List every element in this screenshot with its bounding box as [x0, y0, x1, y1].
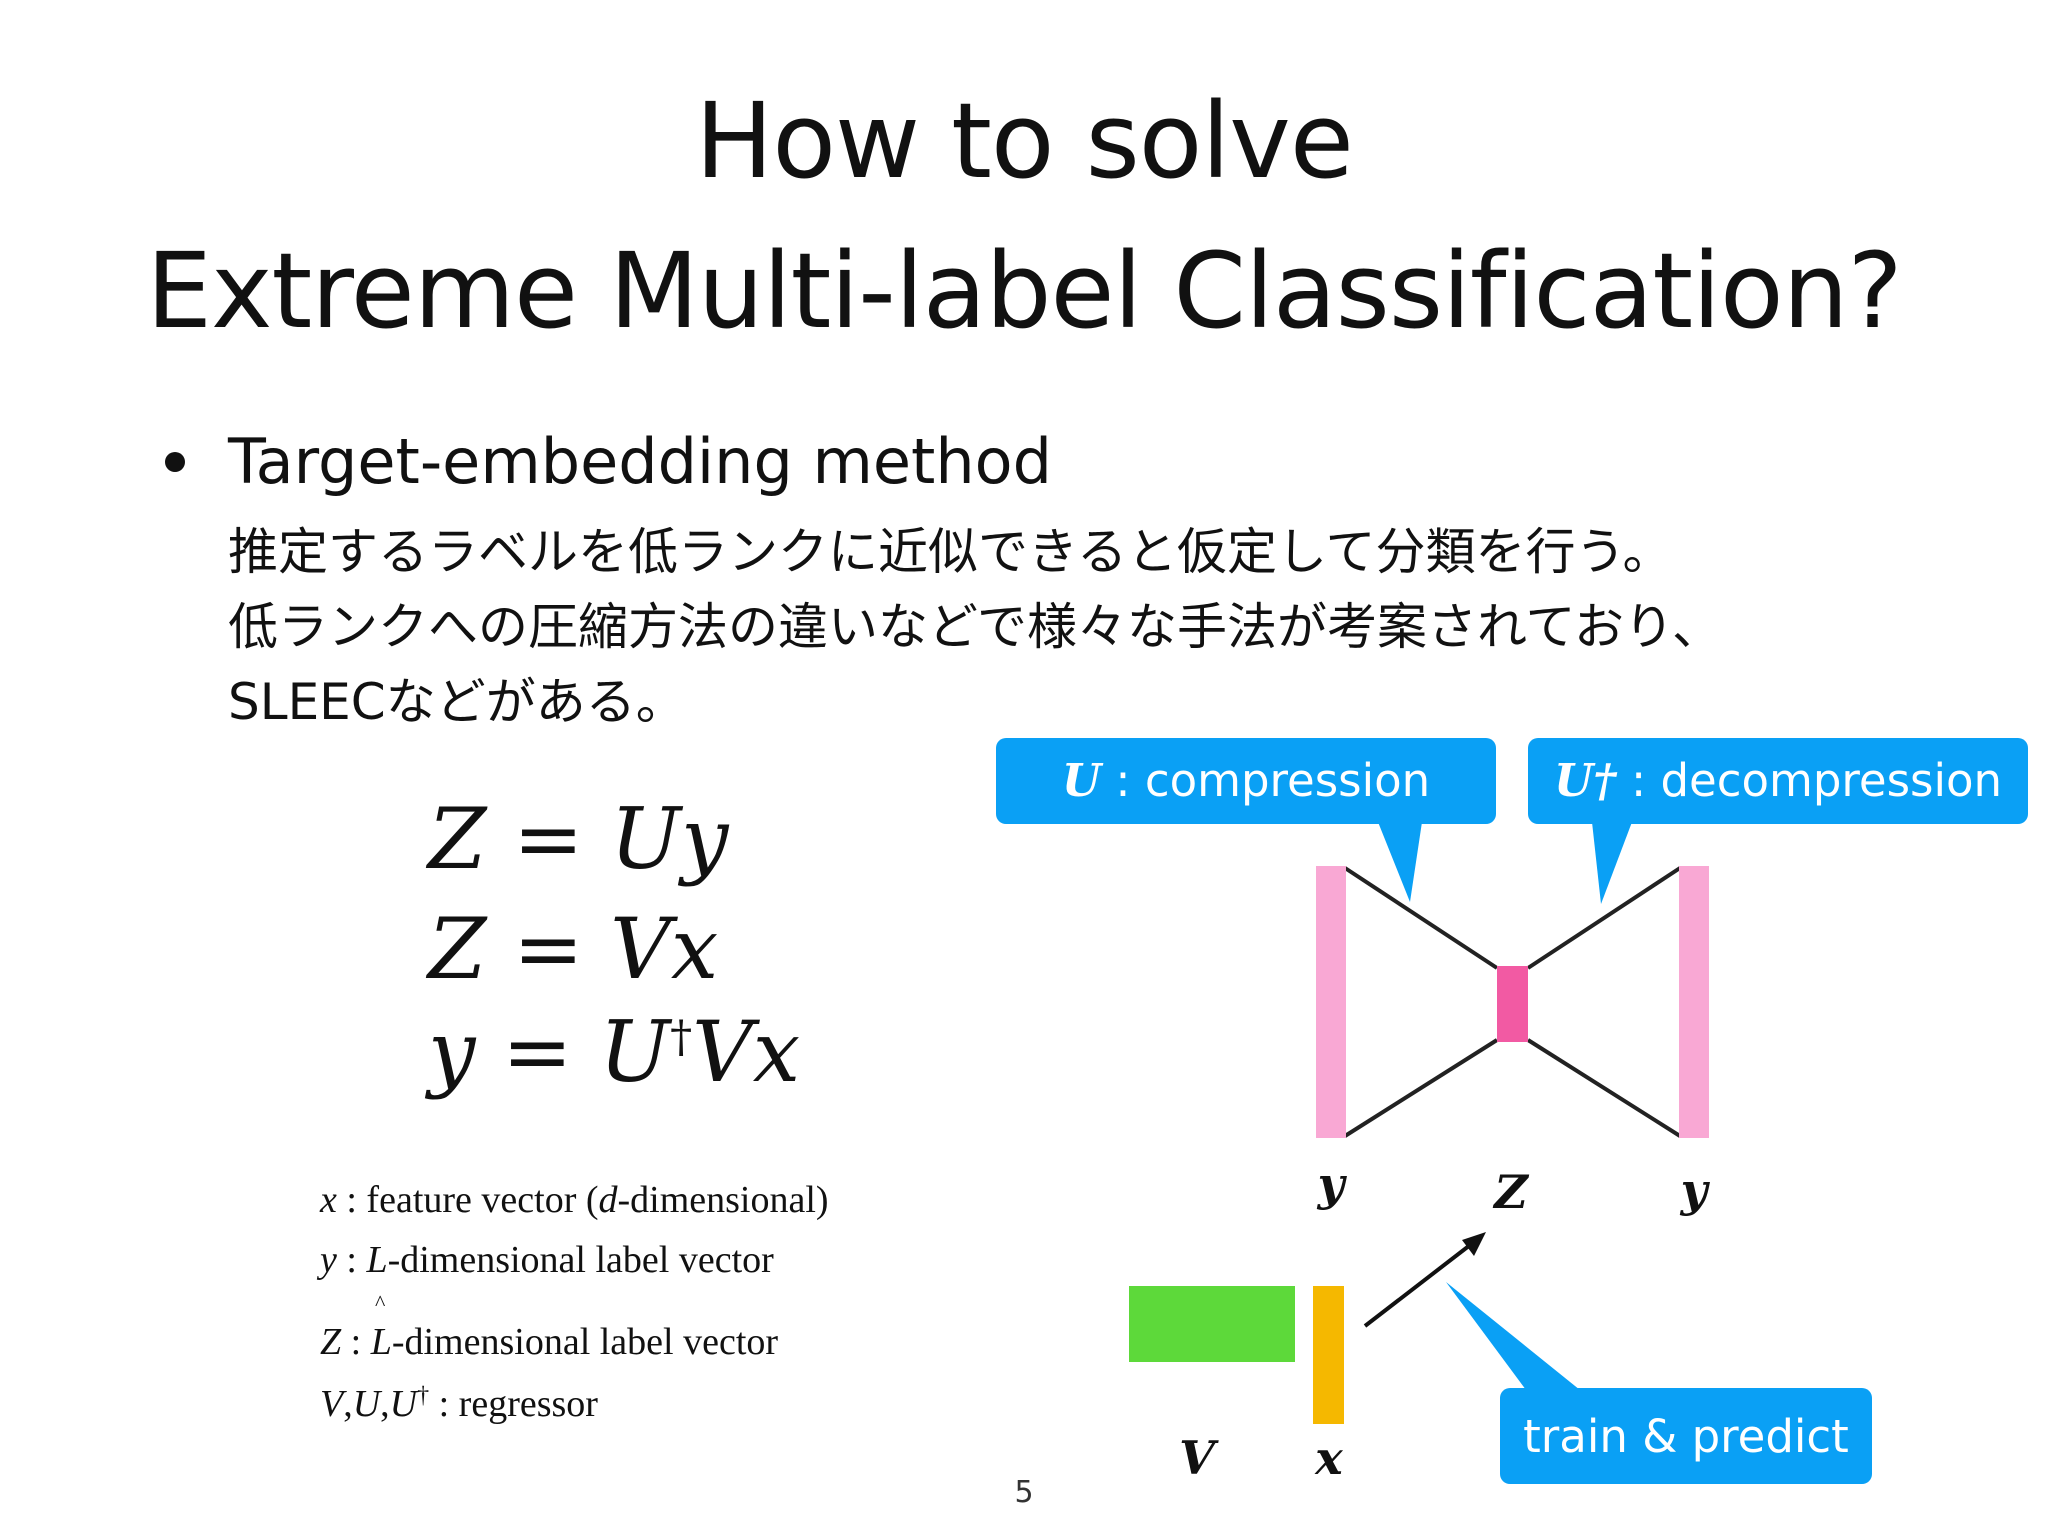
train-predict-callout-pointer	[1446, 1282, 1580, 1390]
def4-text: : regressor	[429, 1383, 598, 1425]
eq1-lhs: Z	[428, 790, 487, 888]
def3-symbol2: L	[370, 1321, 392, 1363]
prediction-arrow-line	[1363, 1240, 1476, 1328]
decompression-callout: U† : decompression	[1528, 738, 2028, 904]
definition-y: y : L-dimensional label vector	[320, 1238, 774, 1282]
def3-text: :	[341, 1321, 371, 1363]
def2-symbol2: L	[366, 1239, 388, 1281]
label-z: Z	[1492, 1165, 1529, 1219]
label-v: V	[1179, 1431, 1219, 1485]
label-y-right: y	[1680, 1163, 1711, 1217]
train-predict-callout-text: train & predict	[1523, 1410, 1849, 1463]
def3-symbol: Z	[320, 1321, 342, 1363]
def1-symbol2: d	[598, 1179, 618, 1221]
def4-sep2: ,	[380, 1383, 390, 1425]
compression-edge-top	[1343, 866, 1499, 970]
definition-regressor: V,U,U† : regressor	[320, 1382, 598, 1426]
bullet-dot	[165, 452, 185, 472]
def2-text2: -dimensional label vector	[387, 1239, 774, 1281]
compression-callout-box	[996, 738, 1496, 824]
decompression-label: : decompression	[1617, 754, 2002, 807]
def4-symbol-v: V	[320, 1383, 344, 1425]
def4-dagger: †	[417, 1382, 430, 1409]
bullet-line-1: 推定するラベルを低ランクに近似できると仮定して分類を行う。	[228, 523, 1673, 581]
equation-z-uy: Z = Uy	[428, 790, 728, 888]
decompression-symbol: U†	[1554, 754, 1618, 807]
label-y-left: y	[1317, 1157, 1348, 1211]
compression-symbol: U	[1062, 754, 1104, 807]
equation-y-udagger-vx: y = U†Vx	[428, 1003, 800, 1101]
prediction-arrowhead	[1462, 1232, 1486, 1256]
def3-hat: ^	[375, 1290, 386, 1315]
eq3-rhs-u: U	[599, 1003, 671, 1101]
def4-symbol-u2: U	[389, 1383, 418, 1425]
eq2-lhs: Z	[428, 900, 487, 998]
compression-callout-text: U : compression	[1062, 754, 1430, 807]
eq1-equals: =	[513, 790, 584, 888]
decompression-edge-bottom	[1526, 1038, 1682, 1138]
label-vector-y-right	[1679, 866, 1709, 1138]
slide-title-line-1: How to solve	[695, 80, 1354, 202]
label-x: x	[1314, 1431, 1343, 1485]
def1-text: : feature vector (	[336, 1179, 599, 1221]
compression-edge-bottom	[1343, 1038, 1499, 1138]
eq1-rhs: Uy	[610, 790, 729, 888]
slide-title-line-2: Extreme Multi-label Classification?	[146, 230, 1903, 352]
definition-x: x : feature vector (d-dimensional)	[320, 1178, 829, 1222]
eq2-rhs: Vx	[610, 900, 719, 998]
page-number: 5	[1014, 1475, 1034, 1510]
def2-text: :	[336, 1239, 367, 1281]
eq3-equals: =	[502, 1003, 573, 1101]
decompression-callout-text: U† : decompression	[1554, 754, 2002, 807]
bullet-line-2: 低ランクへの圧縮方法の違いなどで様々な手法が考案されており、	[228, 598, 1722, 656]
train-predict-callout-box	[1500, 1388, 1872, 1484]
latent-vector-z	[1497, 966, 1528, 1042]
feature-vector-x	[1313, 1286, 1344, 1424]
label-vector-y-left	[1316, 866, 1346, 1138]
eq2-equals: =	[513, 900, 584, 998]
def3-text2: -dimensional label vector	[391, 1321, 779, 1363]
def4-symbol-u: U	[352, 1383, 381, 1425]
def4-sep1: ,	[343, 1383, 353, 1425]
def1-symbol: x	[320, 1179, 337, 1221]
definition-z: Z : L-dimensional label vector	[320, 1320, 778, 1364]
decompression-callout-pointer	[1592, 822, 1632, 904]
bullet-heading: Target-embedding method	[228, 425, 1052, 498]
compression-callout: U : compression	[996, 738, 1496, 902]
train-predict-callout: train & predict	[1446, 1282, 1872, 1484]
decompression-callout-box	[1528, 738, 2028, 824]
decompression-edge-top	[1526, 866, 1682, 970]
compression-label: : compression	[1101, 754, 1430, 807]
regressor-v-block	[1129, 1286, 1295, 1362]
equation-z-vx: Z = Vx	[428, 900, 718, 998]
compression-callout-pointer	[1378, 822, 1422, 902]
bullet-line-3: SLEECなどがある。	[228, 673, 686, 731]
def2-symbol: y	[320, 1239, 337, 1281]
eq3-lhs: y	[428, 1003, 476, 1101]
eq3-dagger: †	[670, 1012, 693, 1063]
eq3-rhs-rest: Vx	[692, 1003, 801, 1101]
def1-text2: -dimensional)	[617, 1179, 829, 1221]
